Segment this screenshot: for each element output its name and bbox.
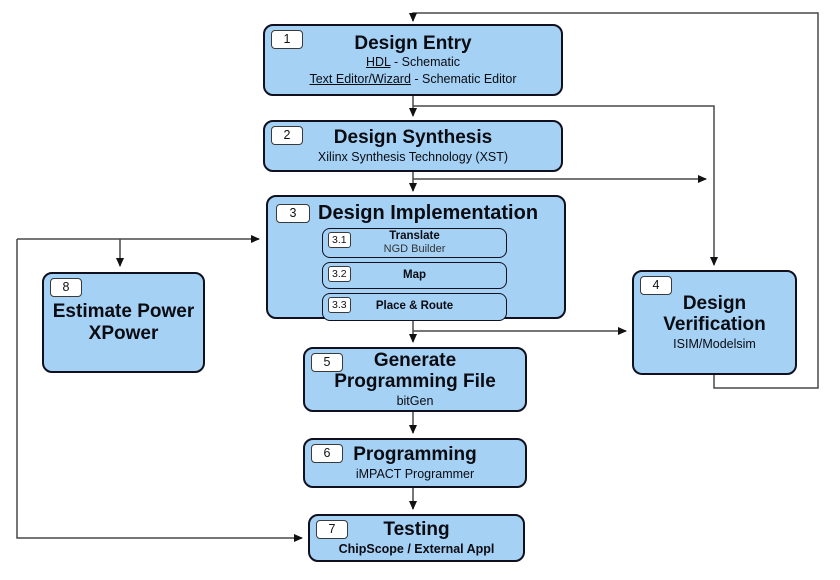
connector-verification-to-entry (409, 12, 819, 389)
badge-place-route: 3.3 (328, 297, 351, 313)
estimate-power-title-line1: Estimate Power (52, 301, 195, 323)
badge-translate: 3.1 (328, 232, 351, 248)
box-design-implementation: 3 Design Implementation 3.1 Translate NG… (266, 195, 566, 321)
step-place-route-title: Place & Route (375, 300, 454, 313)
generate-programming-file-title-line1: Generate (373, 350, 457, 372)
badge-design-implementation: 3 (276, 204, 310, 223)
badge-generate-programming-file: 5 (311, 353, 343, 372)
step-map-title: Map (403, 268, 426, 281)
badge-design-entry: 1 (271, 30, 303, 49)
design-synthesis-subtitle: Xilinx Synthesis Technology (XST) (317, 149, 509, 164)
programming-title: Programming (353, 444, 477, 466)
badge-map: 3.2 (328, 266, 351, 282)
design-entry-line2-underlined: Text Editor/Wizard (309, 71, 411, 86)
box-programming: 6 Programming iMPACT Programmer (303, 438, 527, 488)
design-verification-title-line2: Verification (663, 314, 766, 336)
generate-programming-file-subtitle: bitGen (396, 393, 434, 408)
box-design-synthesis: 2 Design Synthesis Xilinx Synthesis Tech… (263, 120, 563, 172)
design-entry-line1-underlined: HDL (365, 55, 391, 70)
design-verification-subtitle: ISIM/Modelsim (673, 336, 756, 351)
design-implementation-header: 3 Design Implementation (268, 200, 564, 227)
step-translate: 3.1 Translate NGD Builder (322, 228, 507, 258)
design-entry-line1: HDL - Schematic (366, 54, 460, 70)
design-entry-line2: Text Editor/Wizard - Schematic Editor (309, 71, 516, 87)
box-design-verification: 4 Design Verification ISIM/Modelsim (632, 270, 797, 375)
design-verification-title-line1: Design (682, 293, 747, 315)
design-entry-line2-rest: - Schematic Editor (410, 71, 517, 86)
programming-subtitle: iMPACT Programmer (355, 466, 475, 481)
testing-title: Testing (383, 519, 450, 541)
design-entry-line1-rest: - Schematic (390, 55, 460, 70)
connector-left-rail-to-testing (16, 239, 303, 542)
design-implementation-title: Design Implementation (318, 202, 539, 224)
estimate-power-title-line2: XPower (88, 322, 159, 344)
badge-estimate-power: 8 (50, 278, 82, 297)
step-translate-subtitle: NGD Builder (383, 243, 446, 256)
box-generate-programming-file: 5 Generate Programming File bitGen (303, 347, 527, 412)
badge-design-verification: 4 (640, 276, 672, 295)
badge-design-synthesis: 2 (271, 126, 303, 145)
box-testing: 7 Testing ChipScope / External Appl (308, 514, 525, 562)
step-translate-title: Translate (389, 230, 440, 243)
connector-rail-to-verification-top (413, 105, 718, 266)
step-place-route: 3.3 Place & Route (322, 293, 507, 321)
generate-programming-file-title-line2: Programming File (334, 371, 496, 393)
step-map: 3.2 Map (322, 262, 507, 289)
design-synthesis-title: Design Synthesis (333, 127, 493, 149)
testing-subtitle: ChipScope / External Appl (338, 541, 495, 556)
design-implementation-steps: 3.1 Translate NGD Builder 3.2 Map 3.3 Pl… (322, 228, 507, 325)
badge-programming: 6 (311, 444, 343, 463)
box-estimate-power: 8 Estimate Power XPower (42, 272, 205, 373)
box-design-entry: 1 Design Entry HDL - Schematic Text Edit… (263, 24, 563, 96)
design-entry-title: Design Entry (354, 33, 472, 55)
badge-testing: 7 (316, 520, 348, 539)
